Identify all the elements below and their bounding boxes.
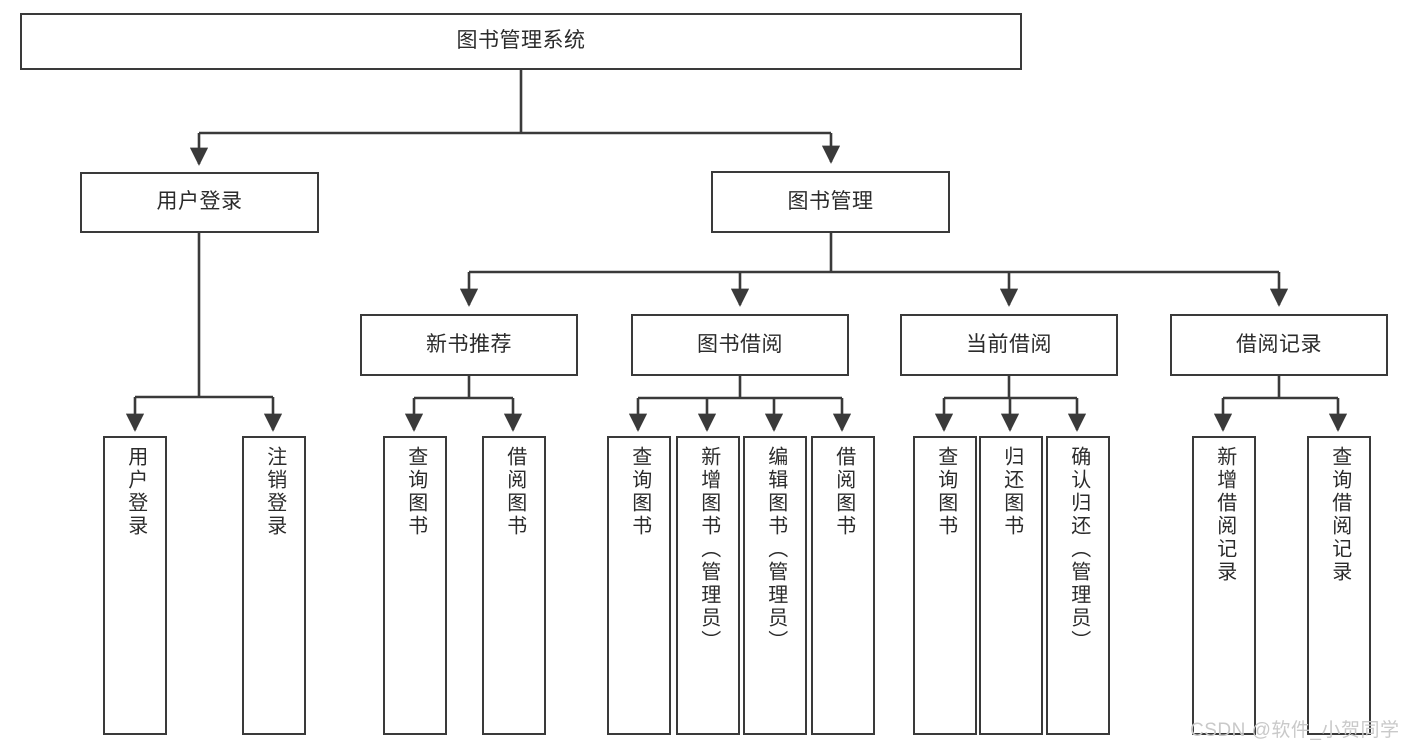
node-label: 借阅图书: [503, 446, 526, 538]
node-label: 图书借阅: [697, 332, 783, 356]
node-label: 确认归还（管理员）: [1067, 446, 1090, 653]
leaf-user-login-logout[interactable]: 注销登录: [242, 436, 306, 735]
node-label: 用户登录: [124, 446, 147, 538]
node-label: 借阅记录: [1236, 332, 1322, 356]
node-book-borrow[interactable]: 图书借阅: [631, 314, 849, 376]
node-user-login[interactable]: 用户登录: [80, 172, 319, 233]
leaf-new-book-borrow[interactable]: 借阅图书: [482, 436, 546, 735]
node-label: 图书管理系统: [456, 29, 586, 53]
node-label: 新书推荐: [426, 332, 512, 356]
csdn-watermark: CSDN @软件_小贺同学: [1190, 720, 1400, 741]
node-current-borrow[interactable]: 当前借阅: [900, 314, 1118, 376]
node-book-management[interactable]: 图书管理: [711, 171, 950, 233]
node-borrow-record[interactable]: 借阅记录: [1170, 314, 1388, 376]
node-label: 新增借阅记录: [1213, 446, 1236, 584]
node-label: 借阅图书: [832, 446, 855, 538]
node-label: 查询图书: [934, 446, 957, 538]
node-label: 查询借阅记录: [1328, 446, 1351, 584]
leaf-borrow-borrow-book[interactable]: 借阅图书: [811, 436, 875, 735]
leaf-borrow-add-book-admin[interactable]: 新增图书（管理员）: [676, 436, 740, 735]
leaf-record-add-record[interactable]: 新增借阅记录: [1192, 436, 1256, 735]
node-new-book-recommend[interactable]: 新书推荐: [360, 314, 578, 376]
leaf-current-confirm-return-admin[interactable]: 确认归还（管理员）: [1046, 436, 1110, 735]
node-label: 新增图书（管理员）: [697, 446, 720, 653]
node-label: 编辑图书（管理员）: [764, 446, 787, 653]
node-label: 当前借阅: [966, 332, 1052, 356]
node-label: 图书管理: [787, 189, 874, 213]
leaf-borrow-query-book[interactable]: 查询图书: [607, 436, 671, 735]
leaf-borrow-edit-book-admin[interactable]: 编辑图书（管理员）: [743, 436, 807, 735]
node-label: 用户登录: [156, 190, 243, 214]
leaf-current-return-book[interactable]: 归还图书: [979, 436, 1043, 735]
leaf-new-book-query[interactable]: 查询图书: [383, 436, 447, 735]
node-label: 归还图书: [1000, 446, 1023, 538]
node-root-system[interactable]: 图书管理系统: [20, 13, 1022, 70]
node-label: 查询图书: [404, 446, 427, 538]
leaf-current-query-book[interactable]: 查询图书: [913, 436, 977, 735]
leaf-record-query-record[interactable]: 查询借阅记录: [1307, 436, 1371, 735]
node-label: 注销登录: [263, 446, 286, 538]
leaf-user-login-login[interactable]: 用户登录: [103, 436, 167, 735]
node-label: 查询图书: [628, 446, 651, 538]
